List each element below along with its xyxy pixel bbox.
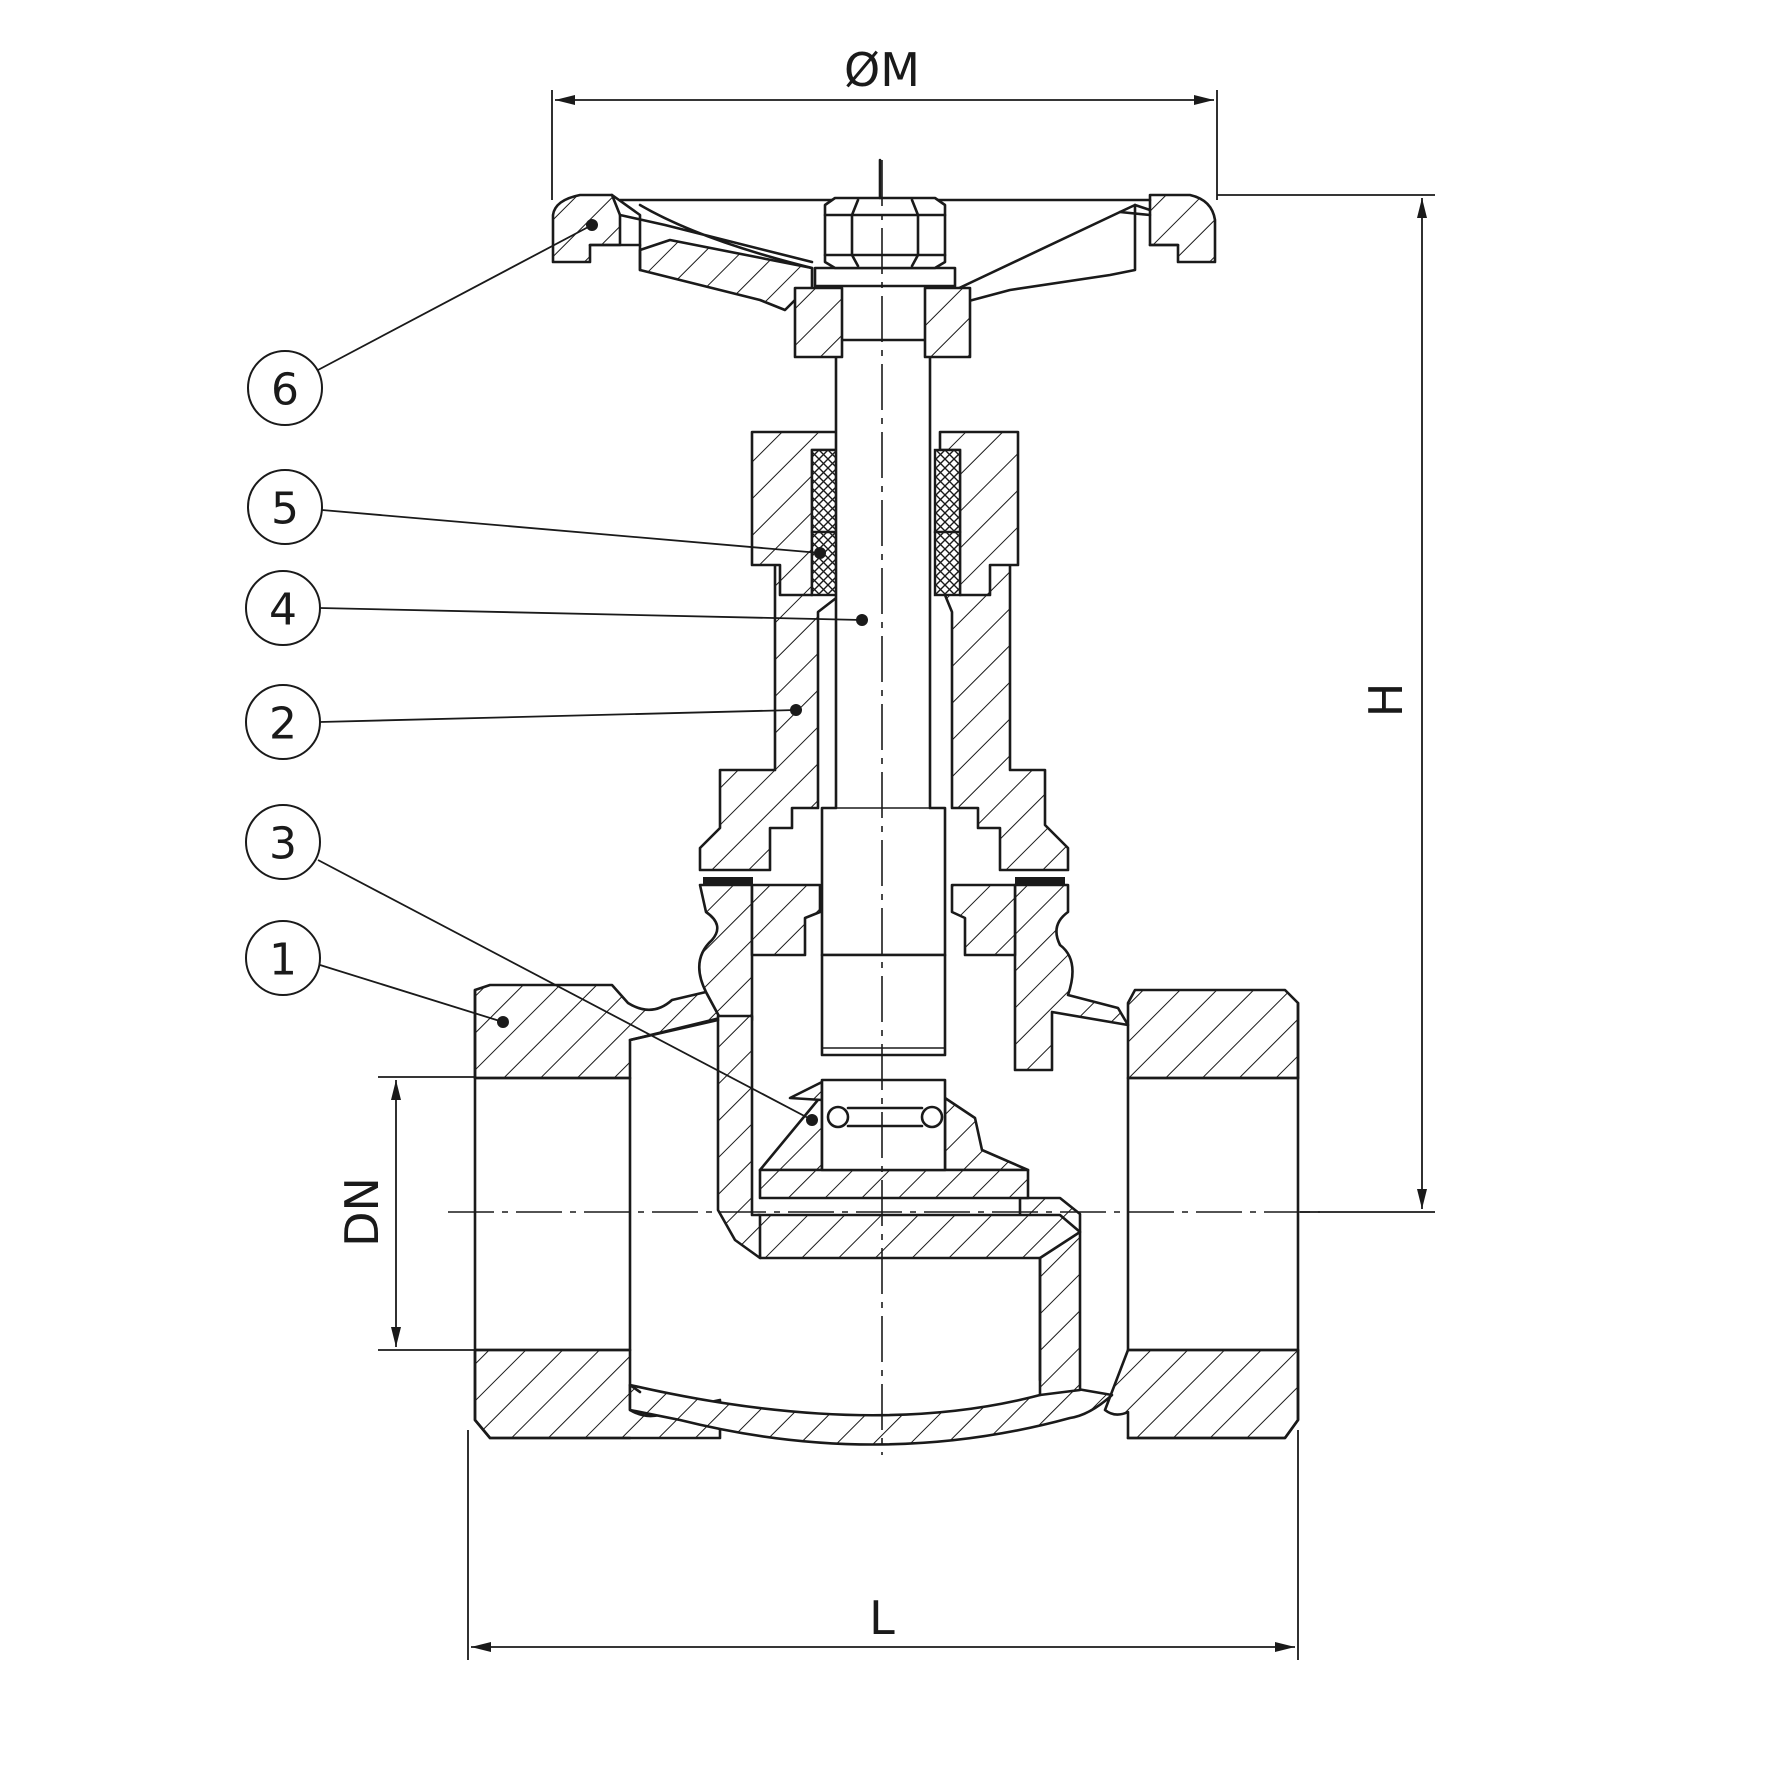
- valve-stem: [820, 338, 947, 1057]
- handwheel: [551, 158, 1217, 359]
- callout-3-circle: [245, 804, 321, 880]
- callout-4-circle: [245, 570, 321, 646]
- callout-5-circle: [247, 469, 323, 545]
- body-seat-partition: [756, 1213, 1082, 1260]
- packing-right: [933, 448, 962, 597]
- handwheel-cup-outline: [610, 193, 1152, 272]
- callout-2-leader: [319, 709, 797, 723]
- gland-nut: [750, 430, 1020, 597]
- valve-disc: [758, 1078, 1030, 1200]
- callout-6-leader: [317, 224, 593, 371]
- callout-2-label: 2: [269, 699, 297, 750]
- bonnet-right-seal-ring: [1015, 877, 1065, 885]
- disc-bottom-plate: [758, 1168, 1030, 1200]
- disc-right: [943, 1096, 1030, 1172]
- valve-body: [473, 883, 1300, 1446]
- body-left-lower-wall: [473, 1348, 722, 1440]
- body-right-upper-wall: [1126, 988, 1300, 1080]
- handwheel-hub-right: [923, 286, 972, 359]
- callout-6-label: 6: [271, 365, 299, 416]
- bonnet-left-seal-ring: [703, 877, 753, 885]
- disc-retaining-ball-left: [826, 1105, 850, 1129]
- body-left-cavity-wall: [716, 1014, 762, 1260]
- callout-4-leader: [319, 607, 863, 621]
- stem-upper: [820, 338, 947, 957]
- body-bore-lines: [473, 1076, 1300, 1352]
- stem-lower-disc-holder: [820, 953, 947, 1057]
- callout-4-dot: [856, 614, 868, 626]
- callouts: 6 5 4 2 3 1: [245, 219, 868, 1126]
- disc-retaining-ball-right: [920, 1105, 944, 1129]
- dim-m-label: ØM: [844, 43, 920, 97]
- dim-dn-label: DN: [335, 1177, 389, 1247]
- dim-h-label: H: [1359, 683, 1413, 718]
- callout-5-leader: [321, 509, 821, 554]
- body-cavity-outline: [628, 1018, 1042, 1394]
- callout-1-circle: [245, 920, 321, 996]
- callout-1-dot: [497, 1016, 509, 1028]
- callout-2-dot: [790, 704, 802, 716]
- callout-2-circle: [245, 684, 321, 760]
- callout-3-leader: [317, 859, 813, 1121]
- handwheel-washer: [813, 266, 957, 288]
- handwheel-hex-nut: [823, 196, 947, 270]
- dim-l-label: L: [869, 1591, 895, 1645]
- handwheel-spoke-left: [638, 238, 814, 312]
- handwheel-rim-right: [1148, 193, 1217, 264]
- body-right-neck: [1013, 883, 1130, 1072]
- body-bottom-belly: [628, 1383, 1114, 1446]
- callout-4-label: 4: [269, 585, 297, 636]
- callout-1-leader: [319, 964, 504, 1023]
- callout-3-dot: [806, 1114, 818, 1126]
- body-left-upper-wall: [473, 983, 722, 1080]
- callout-5-dot: [814, 547, 826, 559]
- disc-left: [758, 1093, 824, 1172]
- handwheel-spoke-right: [953, 203, 1137, 304]
- handwheel-inner-lines: [588, 203, 1180, 247]
- hex-nut-faces: [823, 198, 947, 268]
- body-right-lower-wall: [1103, 1348, 1300, 1440]
- bonnet-right-skirt: [950, 883, 1017, 957]
- callout-5-label: 5: [271, 484, 299, 535]
- callout-6-dot: [586, 219, 598, 231]
- bonnet-left-skirt: [750, 883, 822, 957]
- callout-6-circle: [247, 350, 323, 426]
- disc-left-flange: [788, 1080, 824, 1102]
- callout-1-label: 1: [269, 935, 297, 986]
- center-lines: [448, 160, 1320, 1455]
- body-left-neck: [698, 883, 754, 1022]
- callout-3-label: 3: [269, 819, 297, 870]
- handwheel-hub-left: [793, 286, 844, 359]
- dimensions: ØM H DN L: [335, 43, 1435, 1660]
